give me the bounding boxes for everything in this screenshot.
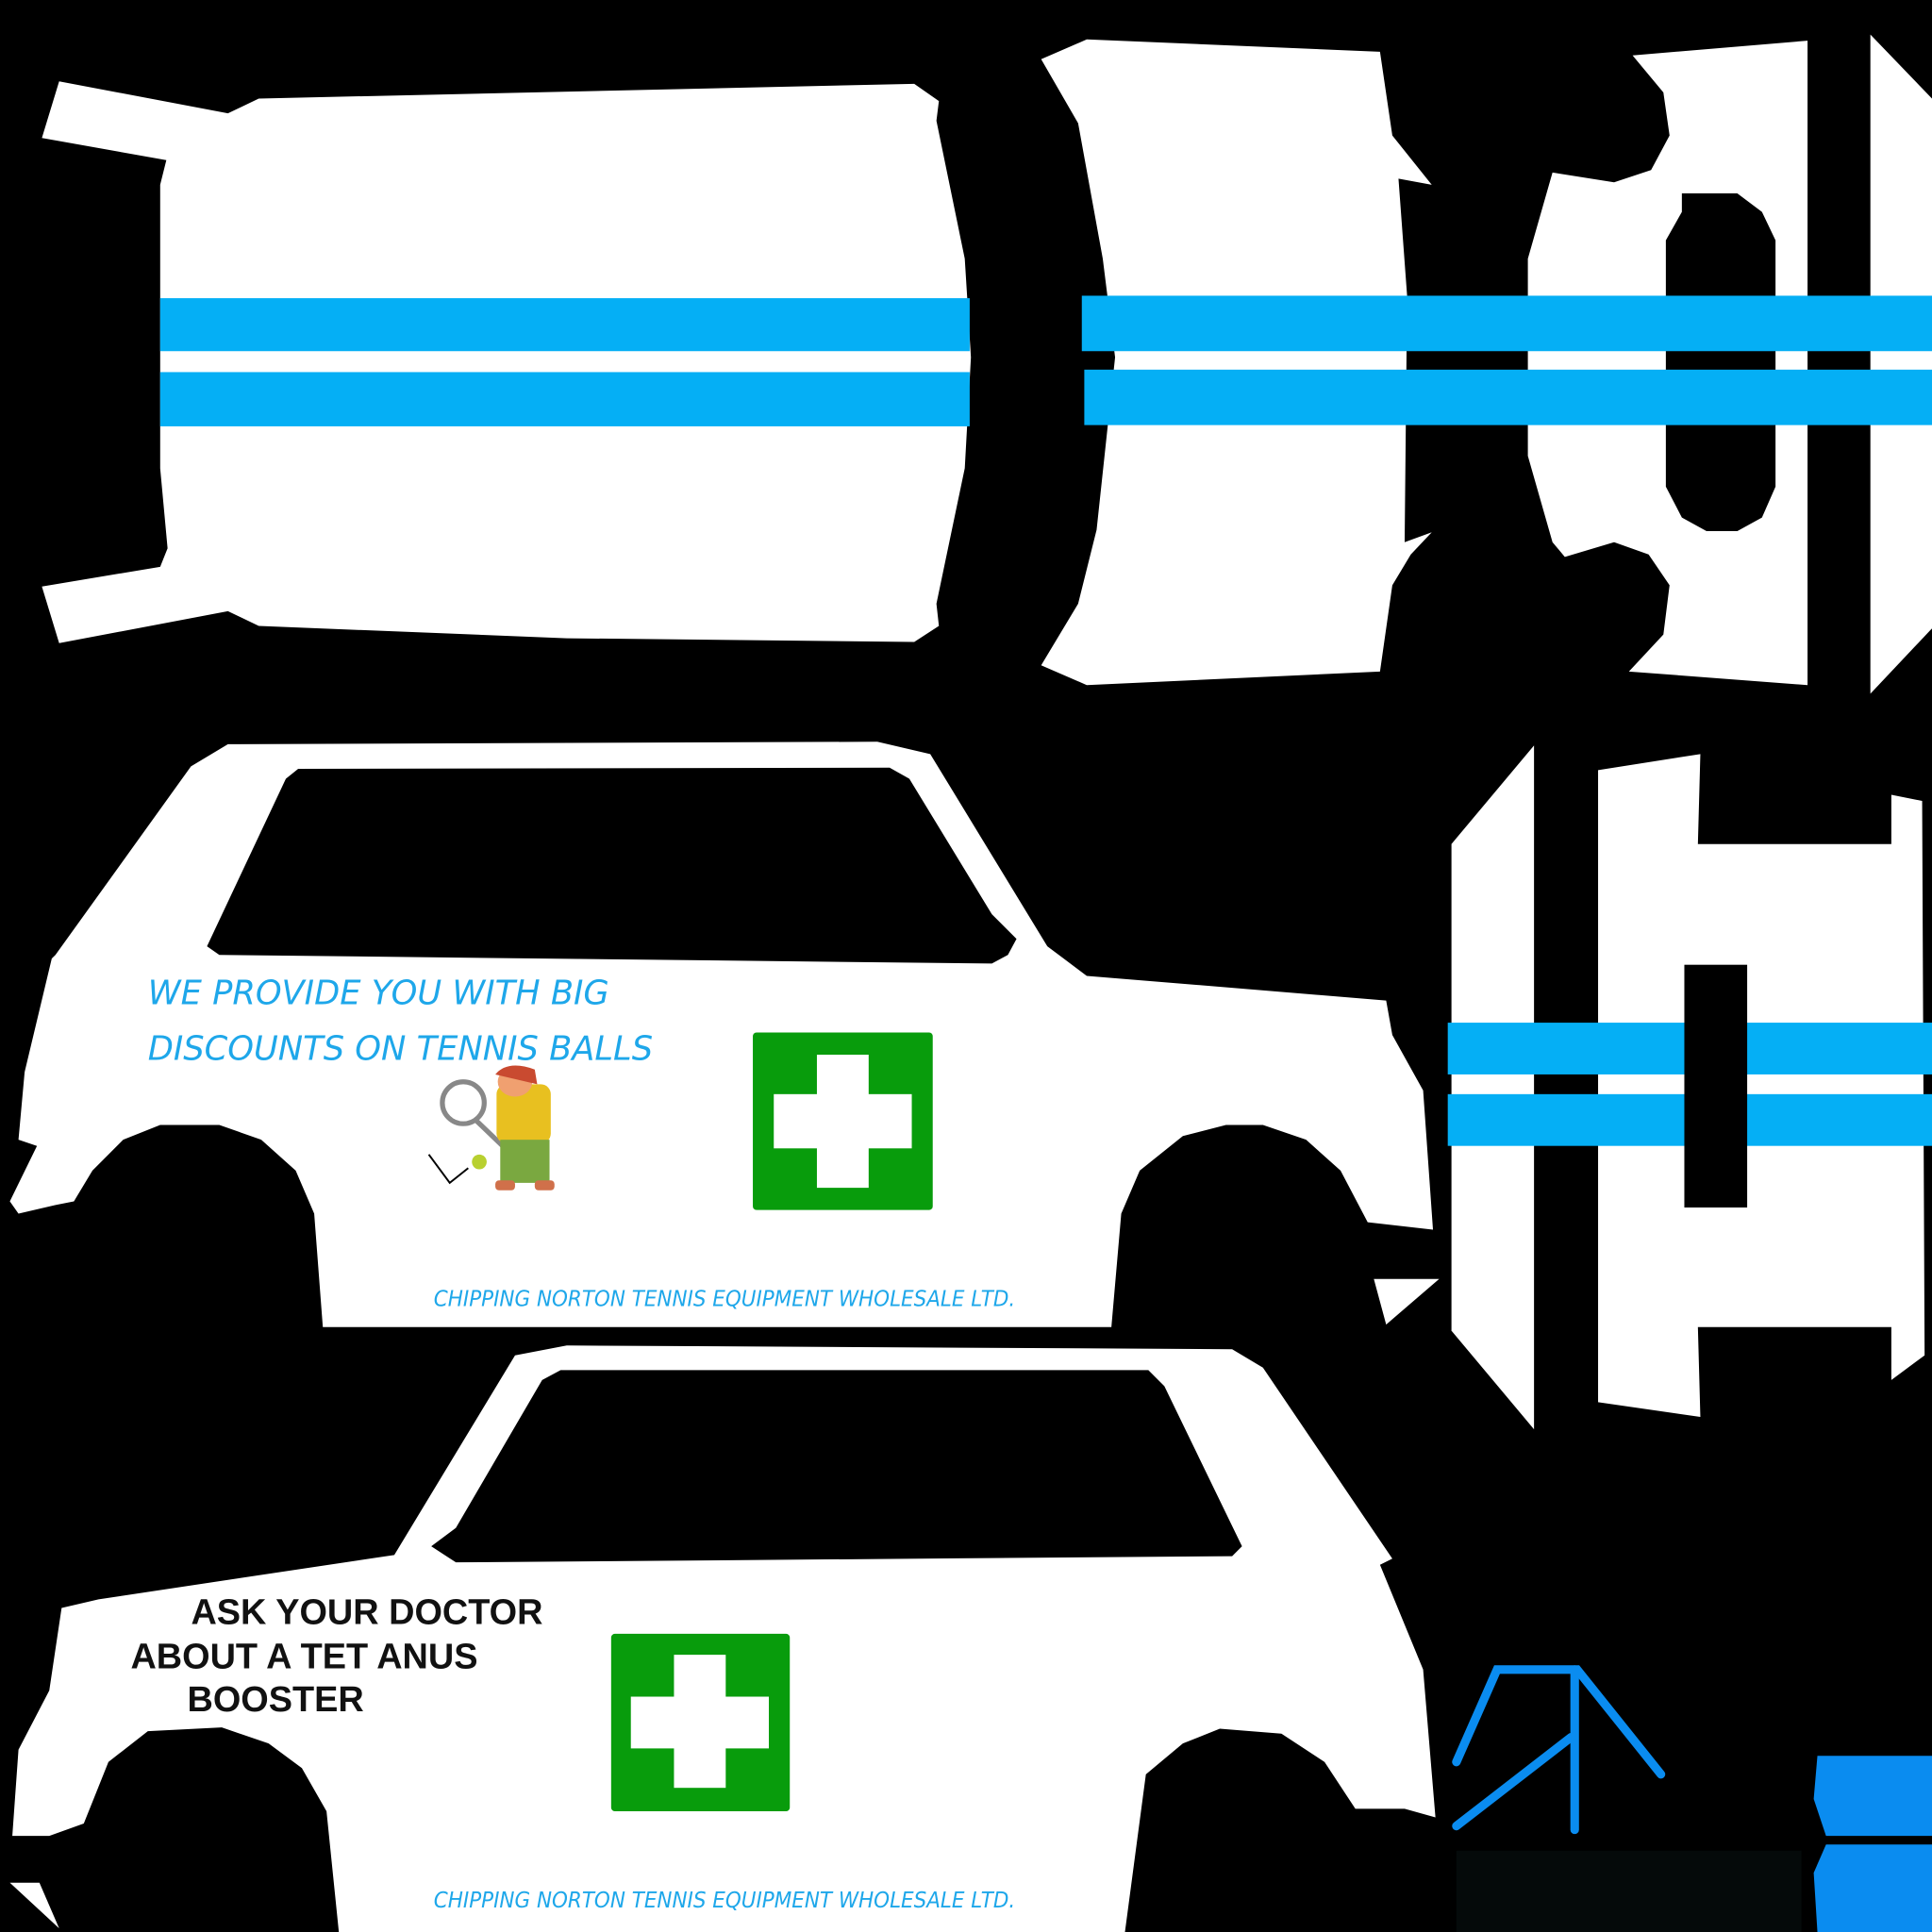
hood-stripe-lower — [1084, 369, 1932, 425]
first-aid-cross-icon — [610, 1633, 791, 1811]
rear-panel — [1447, 745, 1932, 1430]
doctor-line-3: BOOSTER — [188, 1680, 364, 1720]
company-name: CHIPPING NORTON TENNIS EQUIPMENT WHOLESA… — [434, 1285, 1015, 1311]
car-side-right: ASK YOUR DOCTOR ABOUT A TET ANUS BOOSTER… — [12, 1345, 1436, 1932]
roof-stripe-upper — [159, 298, 970, 352]
blue-block-upper — [1813, 1756, 1932, 1837]
slogan-line-1: WE PROVIDE YOU WITH BIG — [148, 974, 609, 1012]
tennis-player-illustration — [427, 1065, 555, 1191]
side-window — [431, 1370, 1242, 1563]
doctor-line-1: ASK YOUR DOCTOR — [191, 1592, 542, 1632]
car-side-left: WE PROVIDE YOU WITH BIG DISCOUNTS ON TEN… — [9, 741, 1434, 1327]
roof-stripe-lower — [159, 372, 970, 426]
blue-block-lower — [1813, 1844, 1932, 1932]
hood-panel — [1041, 34, 1932, 694]
slogan-line-2: DISCOUNTS ON TENNIS BALLS — [148, 1029, 653, 1068]
hood-stripe-upper — [1081, 295, 1932, 352]
doctor-line-2: ABOUT A TET ANUS — [130, 1637, 477, 1676]
company-name: CHIPPING NORTON TENNIS EQUIPMENT WHOLESA… — [434, 1887, 1015, 1913]
side-window — [207, 767, 1017, 964]
blue-line-marks — [1452, 1665, 1666, 1835]
roof-panel — [42, 81, 972, 643]
first-aid-cross-icon — [753, 1032, 933, 1210]
